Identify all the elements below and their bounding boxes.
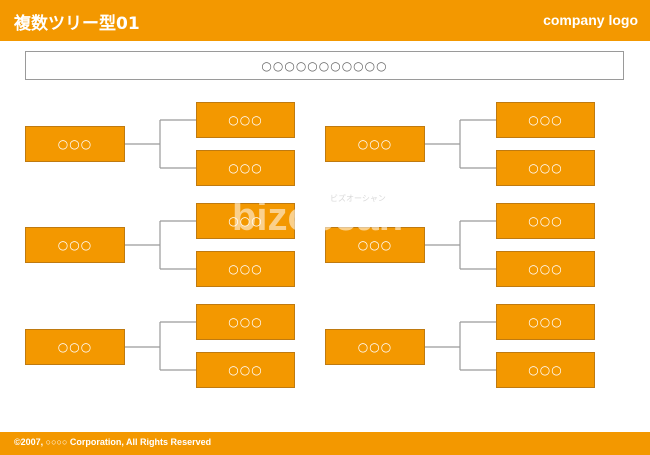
tree-node-child[interactable]: ○○○: [496, 251, 595, 287]
tree-node-child[interactable]: ○○○: [496, 150, 595, 186]
connector-line: [125, 220, 196, 270]
connector-line: [425, 220, 496, 270]
connector-line: [425, 321, 496, 371]
tree-node-parent[interactable]: ○○○: [325, 329, 425, 365]
tree-node-parent[interactable]: ○○○: [25, 227, 125, 263]
tree-node-parent[interactable]: ○○○: [325, 227, 425, 263]
page-title: 複数ツリー型01: [14, 14, 140, 34]
tree-node-parent[interactable]: ○○○: [25, 126, 125, 162]
footer-bar: ©2007, ○○○○ Corporation, All Rights Rese…: [0, 432, 650, 455]
tree-node-child[interactable]: ○○○: [196, 150, 295, 186]
tree-node-parent[interactable]: ○○○: [325, 126, 425, 162]
tree-node-child[interactable]: ○○○: [496, 352, 595, 388]
tree-node-child[interactable]: ○○○: [496, 203, 595, 239]
connector-line: [125, 321, 196, 371]
tree-node-child[interactable]: ○○○: [496, 304, 595, 340]
tree-node-child[interactable]: ○○○: [196, 203, 295, 239]
header-bar: 複数ツリー型01 company logo: [0, 0, 650, 41]
connector-line: [125, 119, 196, 169]
connector-line: [425, 119, 496, 169]
copyright-text: ©2007, ○○○○ Corporation, All Rights Rese…: [14, 437, 212, 447]
diagram-title-box[interactable]: ○○○○○○○○○○○: [25, 51, 624, 80]
tree-node-child[interactable]: ○○○: [196, 352, 295, 388]
tree-node-child[interactable]: ○○○: [196, 304, 295, 340]
tree-node-parent[interactable]: ○○○: [25, 329, 125, 365]
diagram-title-text: ○○○○○○○○○○○: [261, 59, 388, 73]
company-logo: company logo: [543, 12, 638, 28]
tree-node-child[interactable]: ○○○: [496, 102, 595, 138]
tree-node-child[interactable]: ○○○: [196, 102, 295, 138]
tree-node-child[interactable]: ○○○: [196, 251, 295, 287]
